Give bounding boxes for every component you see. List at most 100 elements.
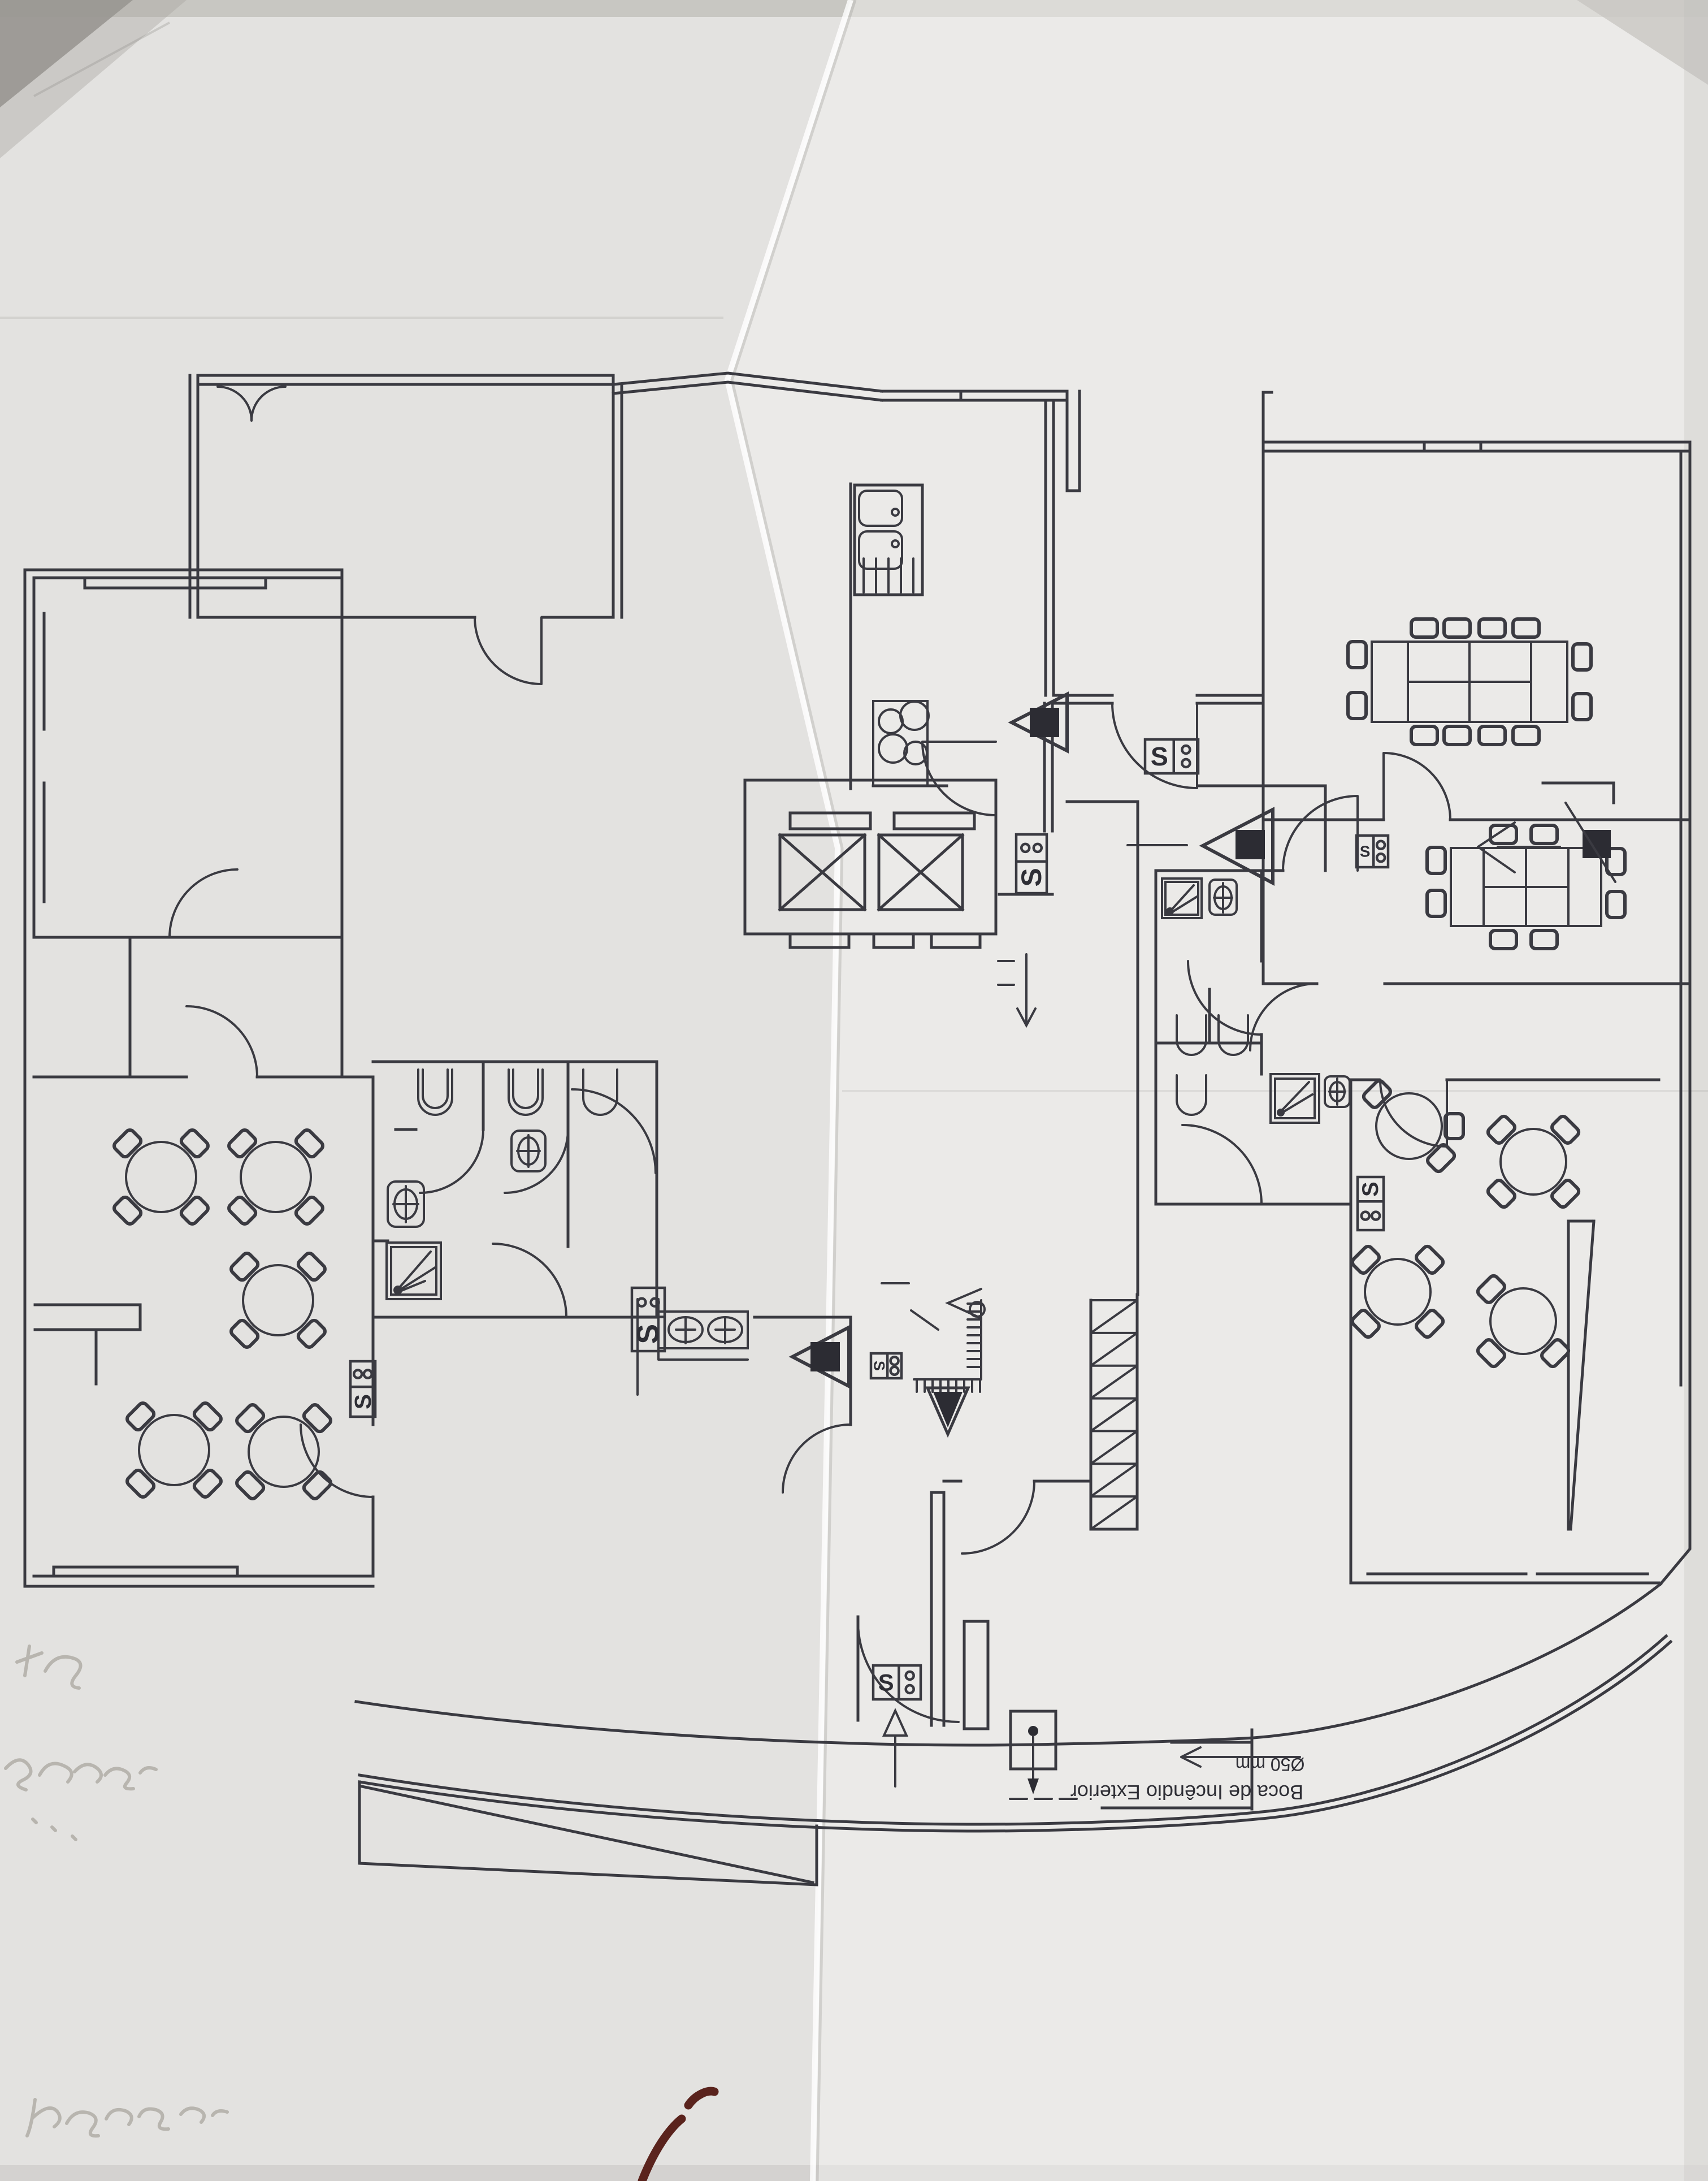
- s-block-letter: S: [350, 1394, 376, 1409]
- top-left-corner-shadow: [0, 0, 133, 107]
- vertical-fold-crease: [724, 0, 853, 2181]
- s-block-letter: S: [1360, 843, 1371, 860]
- top-edge-shadow: [0, 0, 1708, 17]
- chair: [302, 1403, 332, 1434]
- cooktop: [872, 700, 929, 787]
- table-top: [138, 1414, 210, 1486]
- hydrant-label-text: Boca de Incêndio Exterior: [1070, 1781, 1303, 1804]
- round-tables: [112, 1079, 1581, 1500]
- chair: [1571, 692, 1593, 721]
- door-left-corridor: [168, 868, 239, 938]
- door-wc-stall-1: [419, 1128, 484, 1194]
- chair: [1477, 725, 1507, 746]
- table-top: [248, 1416, 320, 1488]
- shower-tray: [390, 1246, 437, 1296]
- pipe-diameter-text: Ø50 mm: [1236, 1754, 1305, 1775]
- table-top: [1489, 1287, 1557, 1355]
- hydrant-dot: [1028, 1726, 1038, 1736]
- chair: [192, 1401, 223, 1432]
- chair: [1477, 617, 1507, 639]
- chair: [1486, 1114, 1516, 1145]
- elevator-shafts: [743, 778, 998, 949]
- stair-diagonal: [1090, 1462, 1138, 1498]
- chair: [235, 1403, 266, 1434]
- s-block-dot: [1370, 1210, 1381, 1221]
- shower-spray: [1282, 1081, 1313, 1113]
- toilet: [417, 1068, 453, 1116]
- door-hall: [921, 741, 997, 816]
- emergency-s-block: S: [1355, 834, 1390, 869]
- sink-drain: [891, 539, 900, 548]
- chair: [1350, 1309, 1381, 1339]
- door-bath-right-1: [1187, 960, 1263, 1036]
- table-top: [240, 1141, 312, 1213]
- chair: [1489, 824, 1518, 845]
- top-left-corner-soft: [0, 0, 187, 158]
- round-table: [112, 1128, 210, 1226]
- toilet: [508, 1068, 544, 1116]
- door-leaf-line: [1564, 802, 1616, 883]
- chair: [1529, 824, 1559, 845]
- extinguisher-triangle-icon: [1199, 807, 1275, 886]
- handwriting-pencil: [4, 1645, 229, 2138]
- door-wc-stall-2: [504, 1128, 569, 1194]
- chair: [1511, 617, 1541, 639]
- s-block-dot: [1181, 744, 1191, 755]
- extinguisher-triangle-icon: [1008, 691, 1069, 754]
- s-block-dot: [889, 1365, 900, 1377]
- s-block-dot: [1020, 842, 1031, 854]
- chair: [296, 1318, 327, 1349]
- stair-strip: [1090, 1299, 1138, 1530]
- pencil-scribble: [15, 1645, 83, 1690]
- chair: [1443, 1112, 1465, 1140]
- chair: [125, 1468, 156, 1499]
- chair: [294, 1195, 324, 1226]
- round-table: [1486, 1114, 1581, 1209]
- chair: [1511, 725, 1541, 746]
- chair: [229, 1252, 260, 1282]
- elevator-x-icon: [778, 833, 867, 912]
- pencil-scribble: [4, 1758, 158, 1791]
- emergency-s-block: S: [869, 1352, 903, 1380]
- top-right-corner-shadow: [1577, 0, 1708, 85]
- emergency-s-block: S: [1356, 1175, 1385, 1232]
- stair-diagonal: [1090, 1397, 1138, 1433]
- washbasin: [387, 1180, 425, 1228]
- vertical-fold-shadow: [730, 0, 857, 2181]
- chair: [1410, 617, 1439, 639]
- chair: [1550, 1179, 1581, 1209]
- round-table: [229, 1252, 327, 1349]
- washbasin: [510, 1130, 547, 1172]
- fixtures: [385, 490, 1351, 1396]
- red-pen-mark: [638, 2087, 719, 2181]
- shower: [385, 1241, 442, 1300]
- washbasin: [1324, 1075, 1351, 1108]
- chair: [1486, 1179, 1516, 1209]
- s-block-frame: [1356, 1175, 1385, 1232]
- toilet: [1217, 1014, 1249, 1056]
- black-square: [1236, 830, 1265, 859]
- chair: [296, 1252, 327, 1282]
- s-block-frame: [1143, 738, 1200, 775]
- round-table: [235, 1403, 332, 1500]
- corner-crease: [33, 21, 170, 97]
- chair: [112, 1128, 143, 1159]
- table-top: [1499, 1128, 1567, 1196]
- s-block-letter: S: [1016, 868, 1047, 886]
- chair: [1426, 1143, 1456, 1174]
- round-table: [125, 1401, 223, 1499]
- chair: [192, 1468, 223, 1499]
- door-table-room: [1249, 983, 1318, 1051]
- s-block-dot: [1375, 839, 1386, 851]
- shower: [1161, 877, 1203, 919]
- chair: [1442, 725, 1472, 746]
- kitchen-sink-basin: [858, 530, 903, 570]
- counter-sink-taps: [675, 1316, 736, 1344]
- chair: [1346, 691, 1368, 720]
- chair: [1550, 1114, 1581, 1145]
- chair: [227, 1195, 258, 1226]
- s-block-dot: [1181, 758, 1191, 769]
- round-table: [1350, 1244, 1445, 1339]
- chair: [179, 1195, 210, 1226]
- extinguisher-triangle-icon: [788, 1325, 851, 1389]
